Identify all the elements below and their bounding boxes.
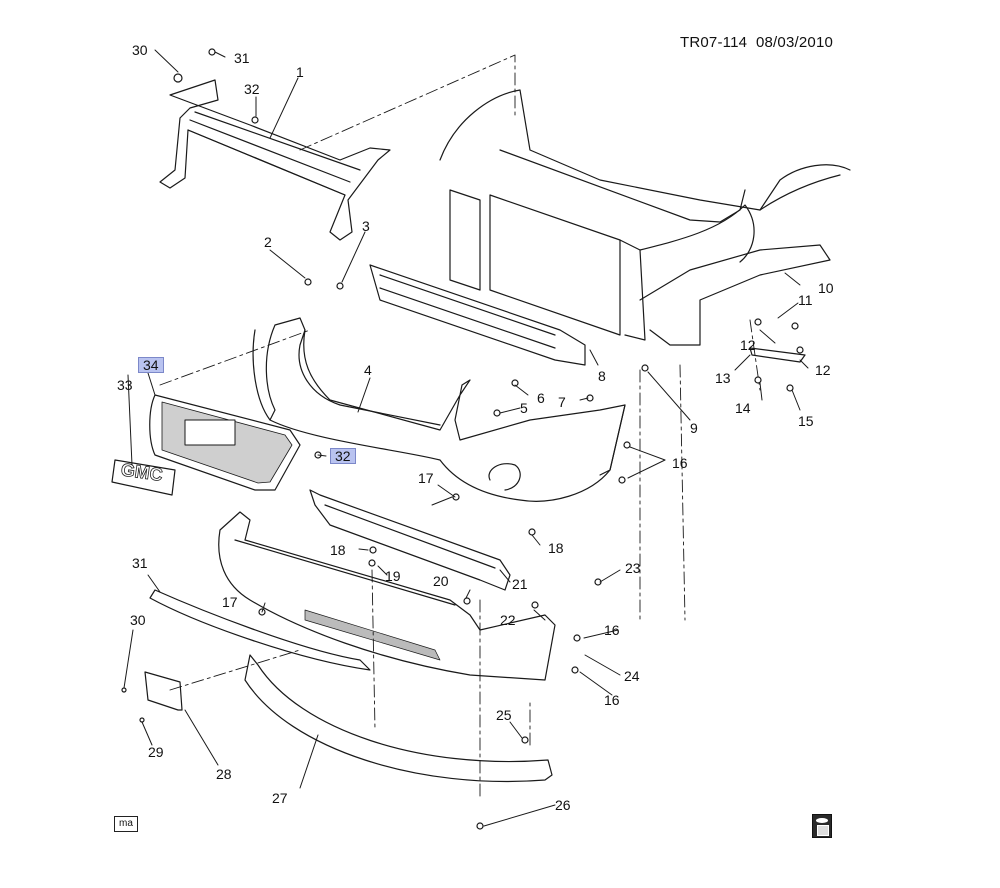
- callout-18-right[interactable]: 18: [548, 540, 564, 556]
- callout-16-lower[interactable]: 16: [604, 692, 620, 708]
- callout-6[interactable]: 6: [537, 390, 545, 406]
- callout-27[interactable]: 27: [272, 790, 288, 806]
- part-radiator-support: [369, 89, 851, 366]
- callout-20[interactable]: 20: [433, 573, 449, 589]
- callout-34-highlighted[interactable]: 34: [138, 357, 164, 373]
- callout-16-middle[interactable]: 16: [604, 622, 620, 638]
- callout-12-right[interactable]: 12: [815, 362, 831, 378]
- callout-23[interactable]: 23: [625, 560, 641, 576]
- callout-33[interactable]: 33: [117, 377, 133, 393]
- part-license-bracket: [144, 671, 183, 711]
- part-upper-fascia: [252, 317, 626, 502]
- part-upper-support: [159, 79, 391, 241]
- callout-31[interactable]: 31: [132, 555, 148, 571]
- callout-17-upper[interactable]: 17: [418, 470, 434, 486]
- callout-30[interactable]: 30: [130, 612, 146, 628]
- part-molding-strip: [149, 589, 371, 671]
- part-lower-fascia: [218, 511, 556, 681]
- diagram-reference: TR07-114 08/03/2010: [680, 34, 833, 51]
- callout-24[interactable]: 24: [624, 668, 640, 684]
- callout-36[interactable]: 31: [234, 50, 250, 66]
- reference-code: TR07-114: [680, 34, 748, 51]
- callout-15[interactable]: 15: [798, 413, 814, 429]
- fasteners: [121, 48, 804, 830]
- part-lower-reinforcement: [309, 489, 511, 591]
- callout-8[interactable]: 8: [598, 368, 606, 384]
- callout-12-left[interactable]: 12: [740, 337, 756, 353]
- callout-7[interactable]: 7: [558, 394, 566, 410]
- callout-3[interactable]: 3: [362, 218, 370, 234]
- callout-11[interactable]: 11: [798, 292, 813, 308]
- callout-4[interactable]: 4: [364, 362, 372, 378]
- callout-22[interactable]: 22: [500, 612, 516, 628]
- callout-21[interactable]: 21: [512, 576, 528, 592]
- callout-25[interactable]: 25: [496, 707, 512, 723]
- callout-16-upper[interactable]: 16: [672, 455, 688, 471]
- part-bracket-13: [749, 347, 806, 363]
- callout-1[interactable]: 1: [296, 64, 304, 80]
- callout-19[interactable]: 19: [385, 568, 401, 584]
- leader-lines: [123, 49, 809, 827]
- callout-37[interactable]: 32: [244, 81, 260, 97]
- part-grille: [149, 394, 301, 491]
- callout-17-lower[interactable]: 17: [222, 594, 238, 610]
- callout-18-left[interactable]: 18: [330, 542, 346, 558]
- callout-28[interactable]: 28: [216, 766, 232, 782]
- part-emblem: [111, 459, 176, 496]
- callout-10[interactable]: 10: [818, 280, 834, 296]
- alignment-lines: [159, 54, 761, 801]
- callout-26[interactable]: 26: [555, 797, 571, 813]
- callout-35[interactable]: 30: [132, 42, 148, 58]
- callout-13[interactable]: 13: [715, 370, 731, 386]
- part-skid-plate: [244, 654, 553, 783]
- sheet-icon-box: [817, 825, 829, 836]
- ma-badge: ma: [114, 816, 138, 832]
- reference-date: 08/03/2010: [755, 34, 834, 51]
- callout-9[interactable]: 9: [690, 420, 698, 436]
- callout-32-highlighted[interactable]: 32: [330, 448, 356, 464]
- callout-14[interactable]: 14: [735, 400, 751, 416]
- sheet-icon-oval: [816, 818, 828, 823]
- callout-29[interactable]: 29: [148, 744, 164, 760]
- callout-5[interactable]: 5: [520, 400, 528, 416]
- document-sheet-icon[interactable]: [812, 814, 832, 838]
- callout-2[interactable]: 2: [264, 234, 272, 250]
